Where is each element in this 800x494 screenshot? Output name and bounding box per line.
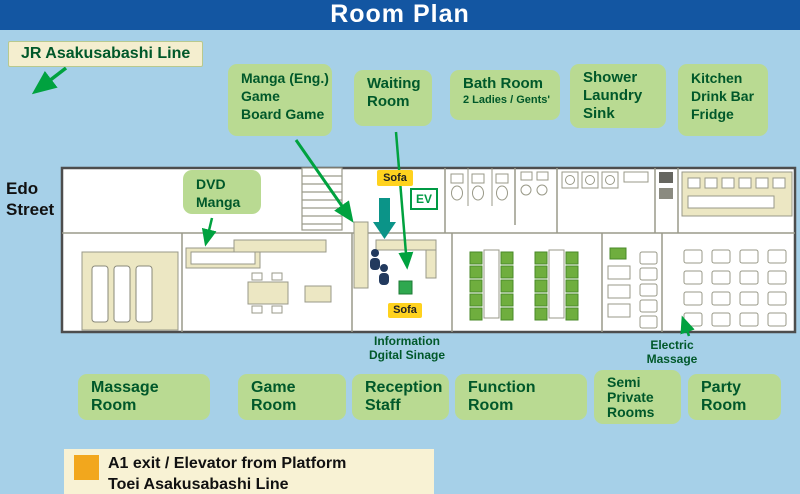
label-function-room: Function Room — [455, 374, 587, 420]
electric-massage-arrow — [680, 315, 695, 337]
digital-signage-marker — [398, 280, 413, 295]
edo-street-label: Edo Street — [6, 179, 55, 219]
function-room-seating — [469, 249, 579, 321]
label-game-room: Game Room — [238, 374, 346, 420]
electric-massage-label: Electric Massage — [646, 338, 698, 366]
dvd-arrow — [201, 217, 217, 247]
label-manga-corner: Manga (Eng.) Game Board Game — [228, 64, 332, 136]
manga-arrow — [294, 139, 354, 223]
sofa-label-top: Sofa — [377, 170, 413, 186]
massage-beds — [81, 251, 179, 331]
exit-marker-square — [74, 455, 99, 480]
label-semi-private: Semi Private Rooms — [594, 370, 681, 424]
kitchen-counter — [659, 171, 793, 217]
exit-note-text: A1 exit / Elevator from Platform Toei As… — [108, 455, 347, 493]
label-kitchen: Kitchen Drink Bar Fridge — [678, 64, 768, 136]
semi-private-furniture — [607, 247, 658, 329]
elevator-label: EV — [410, 188, 438, 210]
jr-line-arrow — [31, 66, 68, 95]
label-bath-room: Bath Room 2 Ladies / Gents' — [450, 70, 560, 120]
info-signage-label: Information Dgital Sinage — [368, 334, 445, 362]
jr-line-label: JR Asakusabashi Line — [8, 41, 204, 67]
sofa-label-bottom: Sofa — [388, 303, 422, 318]
dvd-shelf — [185, 247, 261, 269]
page-title: Room Plan — [0, 0, 800, 30]
waiting-signage-arrow — [394, 131, 414, 270]
pointer-arrows — [31, 66, 695, 337]
label-party-room: Party Room — [688, 374, 781, 420]
label-waiting-room: Waiting Room — [354, 70, 432, 126]
bath-fixtures — [450, 168, 549, 206]
label-shower: Shower Laundry Sink — [570, 64, 666, 128]
laundry-machines — [561, 171, 649, 189]
label-reception: Reception Staff — [352, 374, 449, 420]
interior-walls — [62, 168, 795, 332]
label-dvd-manga: DVD Manga — [183, 170, 261, 214]
label-massage-room: Massage Room — [78, 374, 210, 420]
game-room-furniture — [233, 239, 332, 314]
elevator-flow-arrow — [373, 198, 396, 239]
people-icons — [370, 249, 389, 285]
manga-shelf — [353, 221, 369, 289]
exit-note: A1 exit / Elevator from Platform Toei As… — [64, 449, 434, 494]
